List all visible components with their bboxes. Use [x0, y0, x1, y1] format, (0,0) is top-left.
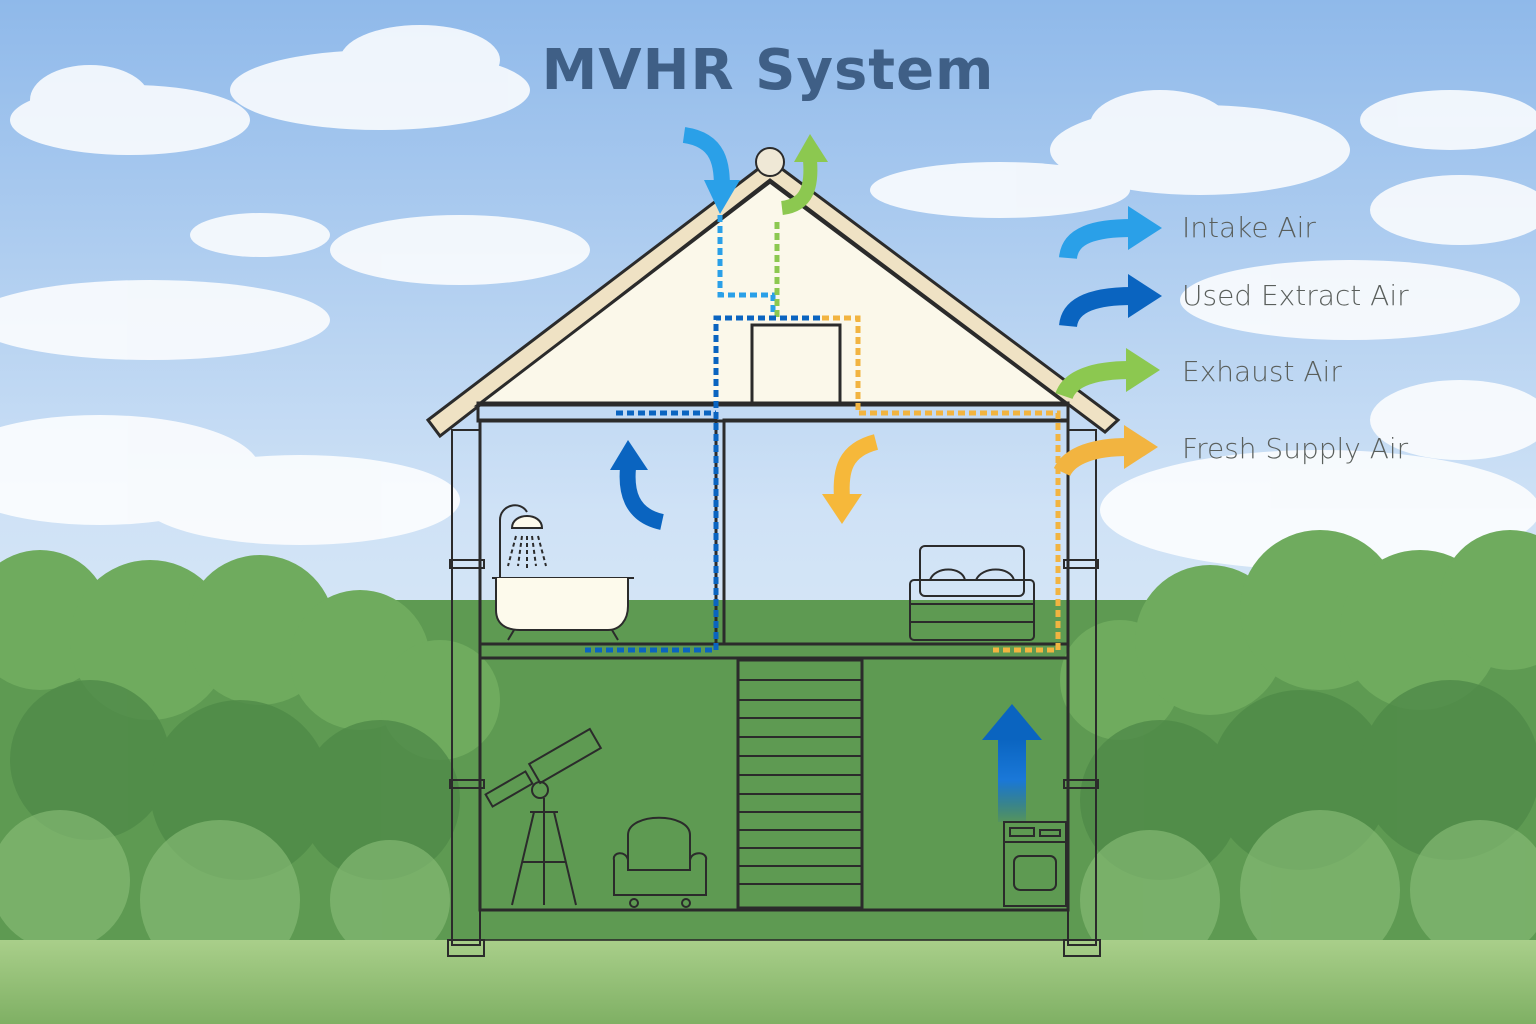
clouds — [0, 25, 1536, 570]
armchair-icon — [612, 816, 708, 908]
bed-icon — [909, 545, 1035, 641]
legend-intake-air: Intake Air — [1182, 211, 1316, 244]
legend-used-extract-air: Used Extract Air — [1182, 279, 1409, 312]
exhaust-air-legend-arrow — [1055, 348, 1160, 400]
bathtub-icon — [492, 577, 634, 641]
supply-duct — [822, 315, 1061, 653]
lawn — [0, 940, 1536, 1024]
roof-ridge-cap — [755, 147, 785, 177]
intake-duct — [717, 215, 776, 318]
ducts — [585, 215, 1061, 653]
fresh-supply-air-legend-arrow — [1053, 425, 1158, 477]
stairs — [736, 658, 864, 910]
intake-arrow-roof — [682, 127, 740, 214]
page-title: MVHR System — [541, 38, 995, 103]
intake-air-legend-arrow — [1059, 206, 1162, 260]
supply-arrow-kitchen — [982, 704, 1042, 822]
stove-icon — [1003, 821, 1067, 907]
mvhr-unit — [750, 323, 842, 407]
legend-exhaust-air: Exhaust Air — [1182, 355, 1342, 388]
legend-fresh-supply-air: Fresh Supply Air — [1182, 432, 1409, 465]
used-extract-air-legend-arrow — [1059, 274, 1162, 328]
extract-arrow-bathroom — [610, 440, 665, 530]
extract-duct — [585, 315, 820, 653]
shower-icon — [499, 504, 547, 578]
supply-arrow-bedroom — [822, 434, 879, 524]
legend-arrows — [1053, 206, 1162, 477]
telescope-icon — [484, 727, 603, 906]
exhaust-arrow-roof — [780, 134, 828, 215]
